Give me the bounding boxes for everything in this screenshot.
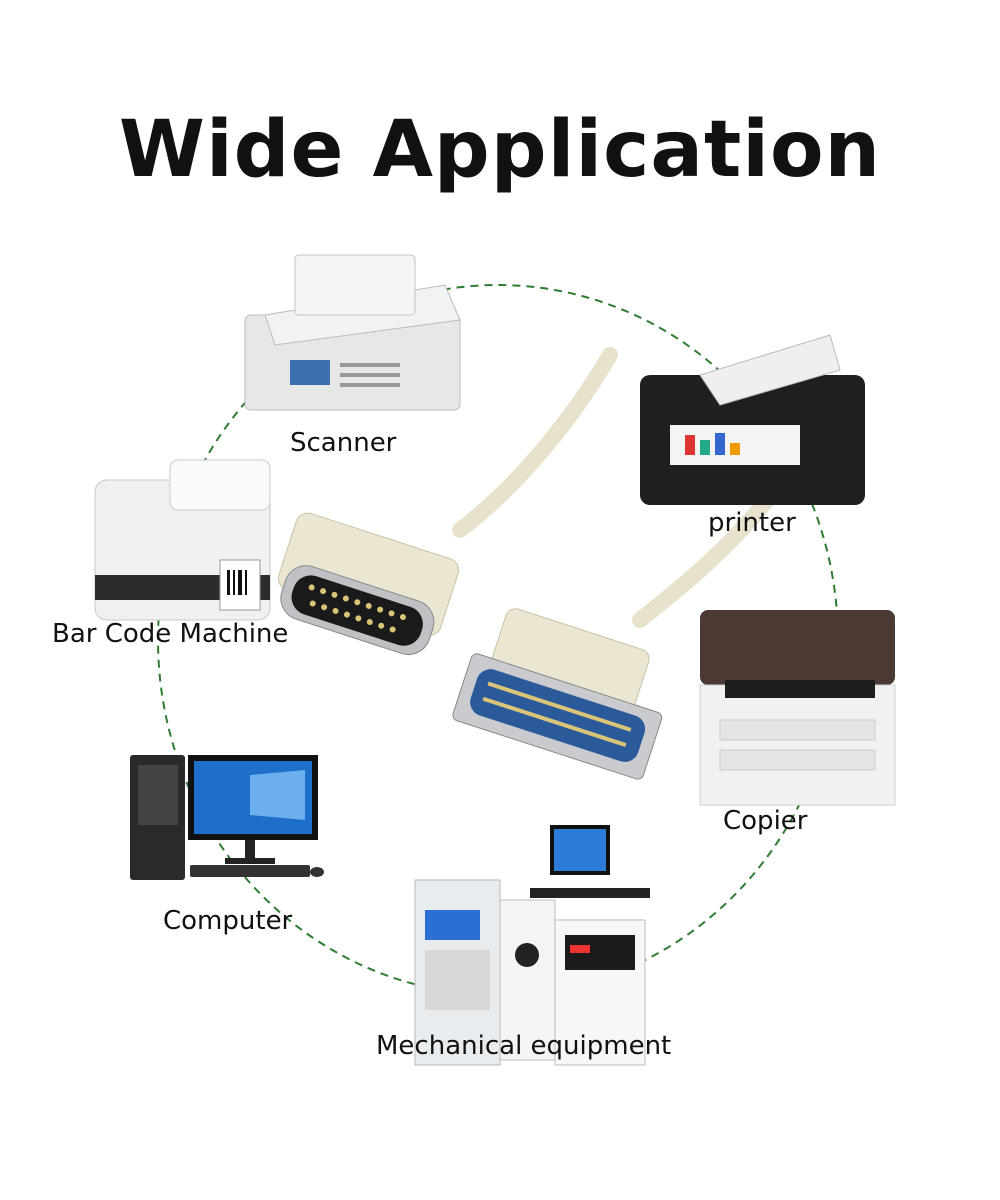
printer-icon [640,334,865,505]
page-title: Wide Application [118,105,882,195]
device-label-computer: Computer [163,906,293,936]
computer-icon [130,755,324,880]
barcode-printer-icon [94,459,271,621]
device-label-copier: Copier [723,806,808,836]
mechanical-equipment-icon [414,825,650,1066]
scanner-icon [244,254,461,411]
device-label-scanner: Scanner [290,428,397,458]
device-label-bar-code-machine: Bar Code Machine [52,619,289,649]
device-label-mechanical-equipment: Mechanical equipment [376,1031,672,1061]
copier-icon [699,610,896,806]
device-label-printer: printer [708,508,796,538]
